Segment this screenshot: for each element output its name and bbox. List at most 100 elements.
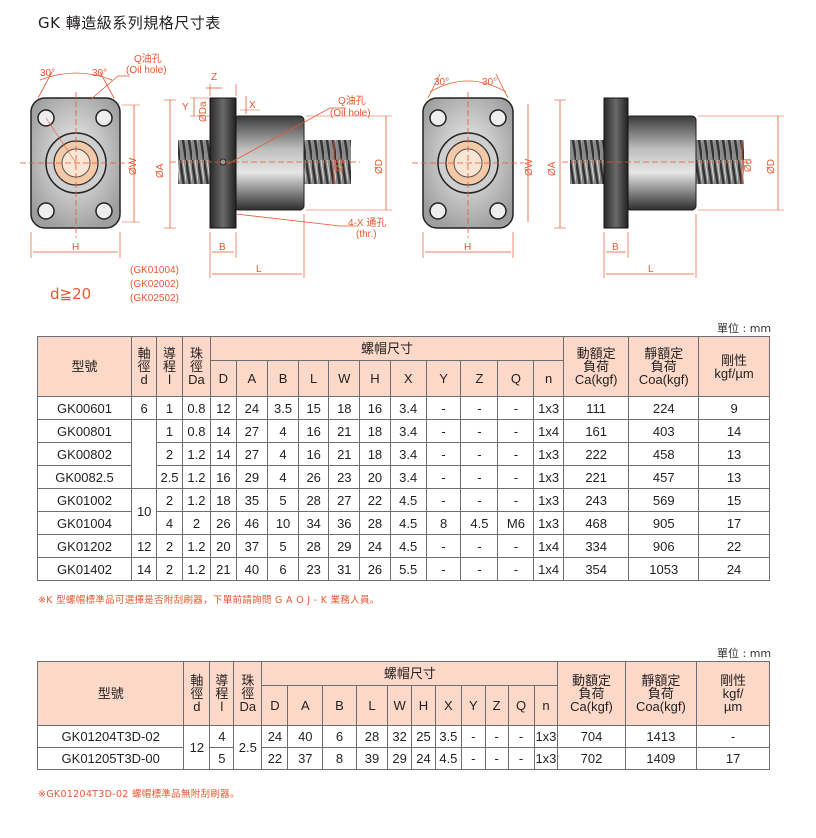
header-dynamic-load: 動額定 負荷 Ca(kgf) (557, 661, 626, 726)
header-static-load: 靜額定 負荷 Coa(kgf) (628, 336, 700, 397)
value-cell: 1413 (624, 725, 698, 748)
value-cell: 1x4 (533, 419, 564, 443)
header-lead-line: l (168, 372, 171, 387)
header-ball: 珠 徑 Da (181, 336, 212, 397)
header-model: 型號 (37, 336, 132, 397)
value-cell: 354 (562, 557, 630, 581)
value-cell: 22 (359, 488, 391, 512)
value-cell: 40 (287, 725, 324, 748)
value-cell: 14 (698, 419, 770, 443)
h-label: H (464, 242, 471, 253)
header-stat-line: 靜額定 (644, 346, 684, 361)
header-stat-line: 負荷 (647, 686, 674, 701)
value-cell: 21 (328, 419, 361, 443)
value-cell: 13 (698, 442, 770, 466)
header-shaft: 軸 徑 d (130, 336, 158, 397)
value-cell: - (497, 396, 535, 420)
header-nut-dims: 螺帽尺寸 (261, 661, 559, 686)
value-cell: - (425, 557, 462, 581)
value-cell: 569 (628, 488, 700, 512)
header-dynamic-load: 動額定 負荷 Ca(kgf) (562, 336, 630, 397)
value-cell: 4 (156, 511, 183, 535)
value-cell: 27 (328, 488, 361, 512)
value-cell: 21 (328, 442, 361, 466)
h-label: H (72, 242, 79, 253)
value-cell: 8 (425, 511, 462, 535)
value-cell: 1x3 (533, 511, 564, 535)
value-cell: 9 (698, 396, 770, 420)
front-view-right (412, 73, 566, 258)
header-col-h: H (359, 360, 391, 397)
w-label: ØW (128, 157, 139, 175)
value-cell: - (497, 442, 535, 466)
value-cell: 1053 (628, 557, 700, 581)
header-shaft-line: 軸 (137, 346, 151, 361)
header-rigidity: 剛性 kgf/µm (698, 336, 770, 397)
value-cell: 14 (210, 419, 237, 443)
value-cell: 2 (156, 557, 183, 581)
value-cell: 36 (328, 511, 361, 535)
spec-table-1: 型號 軸 徑 d 導 程 l 珠 徑 Da 螺帽尺寸 動額定 負荷 Ca(kgf… (37, 336, 770, 581)
angle-label: 30° (92, 68, 107, 79)
value-cell: 16 (297, 419, 330, 443)
value-cell: - (497, 488, 535, 512)
value-cell: 18 (359, 419, 391, 443)
header-shaft-line: 徑 (137, 359, 151, 374)
header-col-w: W (387, 685, 413, 726)
value-cell: 468 (562, 511, 630, 535)
header-lead-line: 程 (215, 686, 229, 701)
header-col-x: X (389, 360, 427, 397)
model-cell: GK01204T3D-02 (36, 725, 185, 748)
l-label: L (648, 264, 654, 275)
value-cell: - (460, 465, 499, 489)
value-cell: 29 (387, 747, 413, 770)
value-cell: 6 (130, 396, 158, 420)
header-ball-line: 珠 (241, 673, 255, 688)
value-cell: - (460, 557, 499, 581)
value-cell: 22 (261, 747, 289, 770)
value-cell: 22 (698, 534, 770, 558)
value-cell: 26 (297, 465, 330, 489)
header-shaft-line: d (140, 372, 148, 387)
header-ball-line: Da (188, 372, 205, 387)
value-cell: 0.8 (181, 396, 212, 420)
value-cell: 5 (267, 488, 299, 512)
header-col-n: n (533, 360, 564, 397)
model-cell: GK01004 (37, 511, 132, 535)
value-cell: 24 (235, 396, 269, 420)
angle-label: 30° (434, 77, 449, 88)
angle-label: 30° (40, 68, 55, 79)
value-cell: 20 (210, 534, 237, 558)
header-rigidity: 剛性 kgf/ µm (696, 661, 770, 726)
header-stat-line: Coa(kgf) (635, 699, 686, 714)
value-cell: - (507, 725, 535, 748)
model-cell: GK00601 (37, 396, 132, 420)
value-cell: 1.2 (181, 488, 212, 512)
value-cell: 24 (411, 747, 436, 770)
value-cell: 12 (183, 725, 211, 770)
value-cell: 702 (557, 747, 626, 770)
value-cell: 3.4 (389, 442, 427, 466)
value-cell: - (460, 725, 486, 748)
l-label: L (256, 264, 262, 275)
model-cell: GK01002 (37, 488, 132, 512)
value-cell: 1x4 (533, 534, 564, 558)
header-rig-line: kgf/ (722, 686, 744, 701)
header-dyn-line: 負荷 (583, 359, 610, 374)
header-ball-line: 徑 (189, 359, 203, 374)
header-lead-line: 程 (163, 359, 177, 374)
header-col-h: H (411, 685, 436, 726)
value-cell: 24 (698, 557, 770, 581)
value-cell: 18 (359, 442, 391, 466)
value-cell: 1 (156, 419, 183, 443)
value-cell: 18 (210, 488, 237, 512)
spec-table-2: 型號 軸 徑 d 導 程 l 珠 徑 Da 螺帽尺寸 動額定 負荷 Ca(kgf… (36, 661, 770, 770)
value-cell: 243 (562, 488, 630, 512)
value-cell: 10 (267, 511, 299, 535)
header-col-q: Q (497, 360, 535, 397)
value-cell: - (425, 396, 462, 420)
d-label: Ød (743, 159, 754, 172)
